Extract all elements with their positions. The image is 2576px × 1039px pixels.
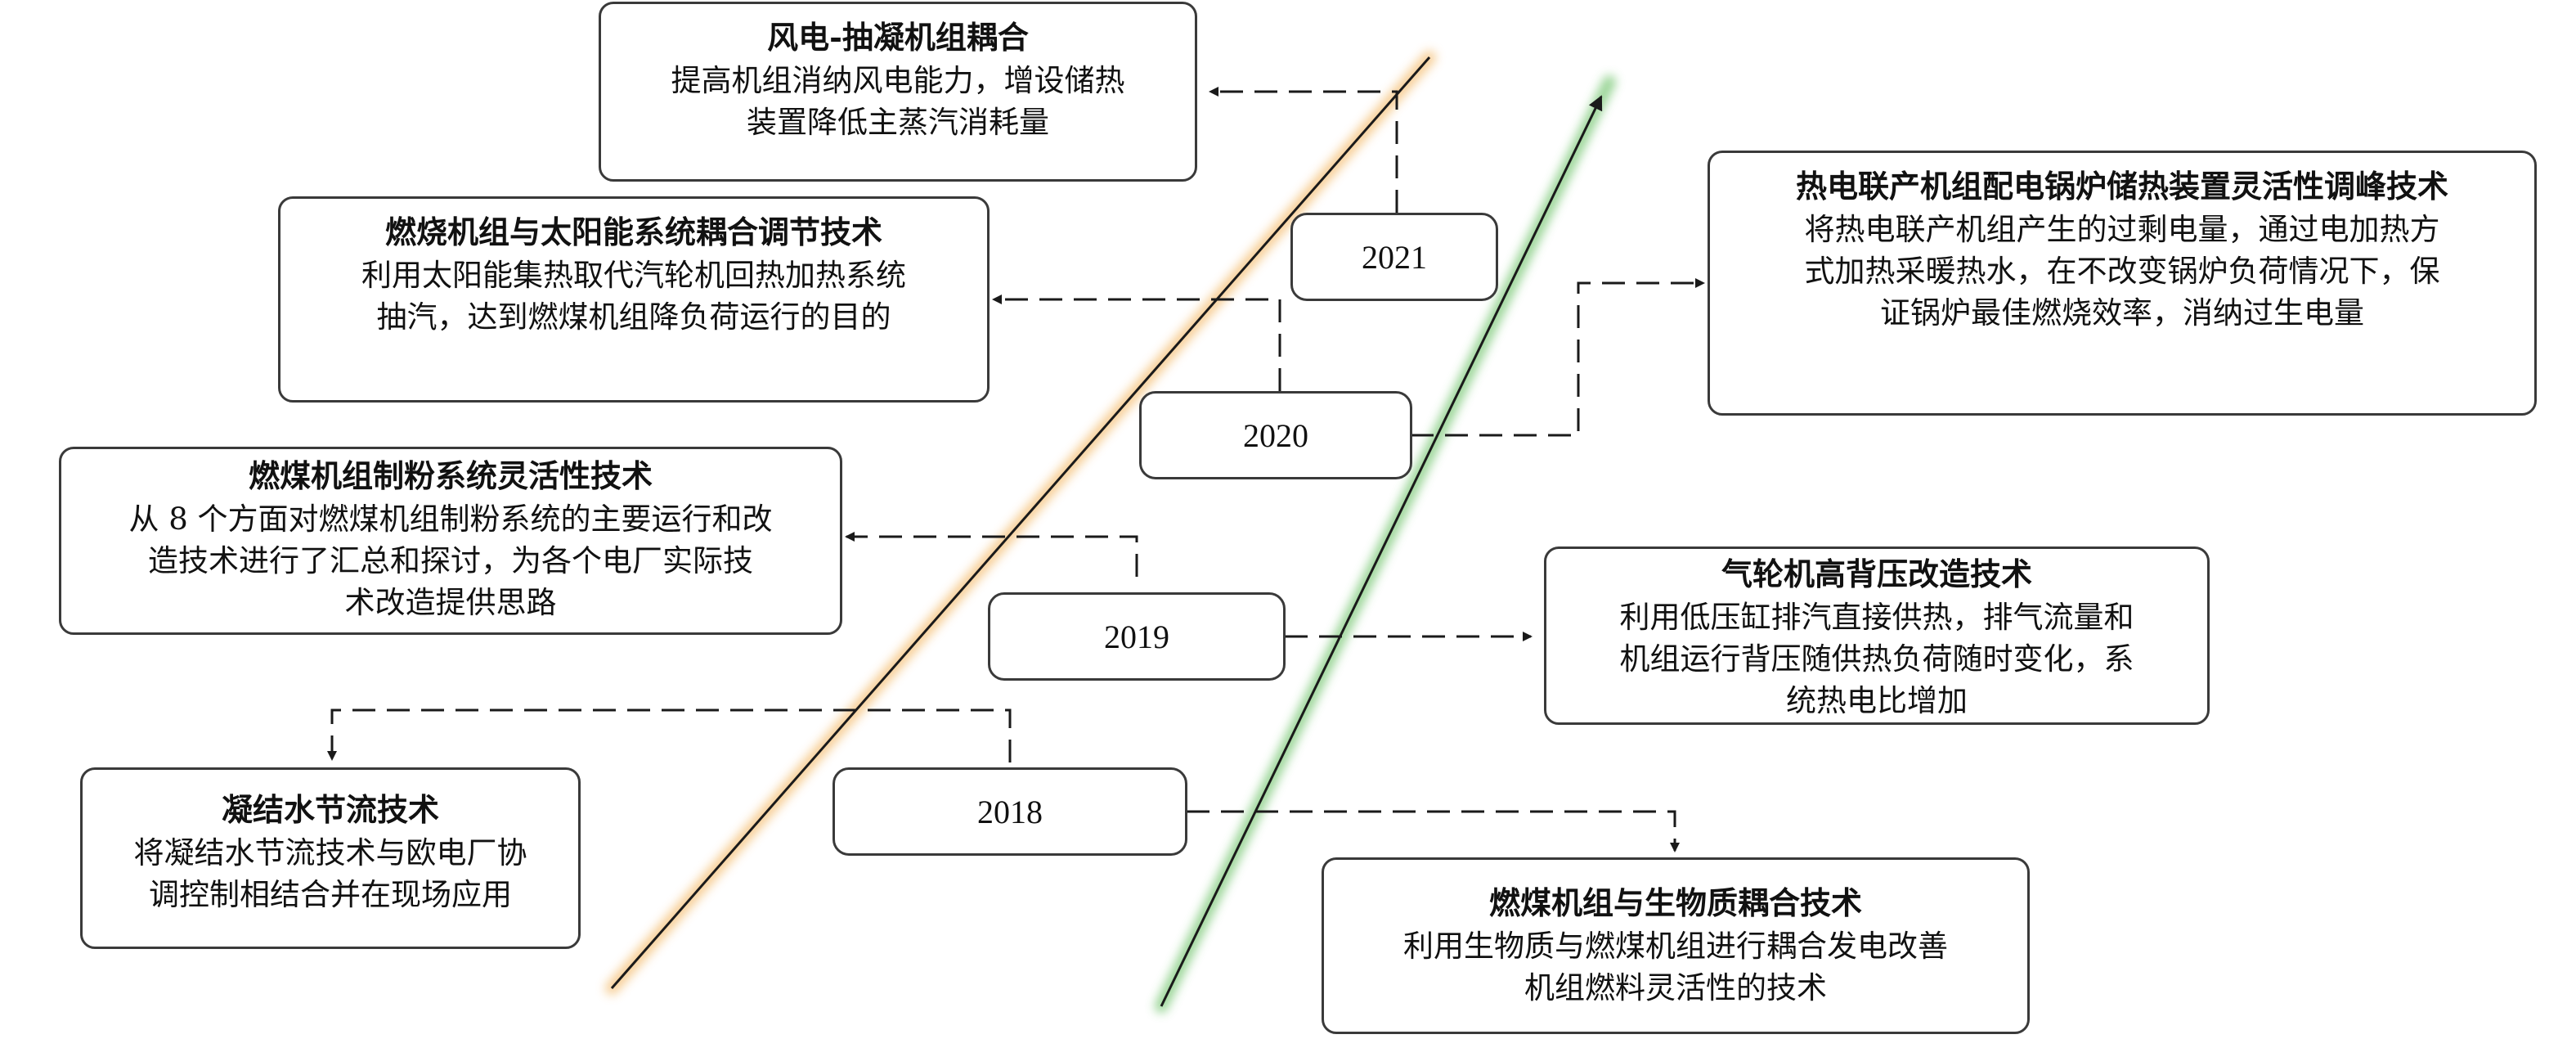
connector-2019-pulverizing	[845, 532, 1138, 577]
year-box-2020: 2020	[1139, 391, 1412, 479]
year-box-2018: 2018	[832, 767, 1187, 856]
card-title: 凝结水节流技术	[221, 791, 439, 828]
connector-2021-wind	[1209, 87, 1398, 213]
card-title: 风电-抽凝机组耦合	[767, 19, 1029, 56]
card-description: 将热电联产机组产生的过剩电量，通过电加热方 式加热采暖热水，在不改变锅炉负荷情况…	[1804, 212, 2440, 331]
card-description: 利用低压缸排汽直接供热，排气流量和 机组运行背压随供热负荷随时变化，系 统热电比…	[1619, 600, 2134, 718]
card-biomass-coupling: 燃煤机组与生物质耦合技术 利用生物质与燃煤机组进行耦合发电改善 机组燃料灵活性的…	[1322, 857, 2030, 1034]
card-title: 气轮机高背压改造技术	[1721, 555, 2032, 592]
connector-2020-solar	[992, 295, 1281, 391]
card-description: 将凝结水节流技术与欧电厂协 调控制相结合并在现场应用	[133, 835, 527, 912]
card-wind-extraction-coupling: 风电-抽凝机组耦合 提高机组消纳风电能力，增设储热 装置降低主蒸汽消耗量	[599, 2, 1197, 182]
connector-2018-condensate	[327, 708, 1012, 762]
card-chp-electric-boiler: 热电联产机组配电锅炉储热装置灵活性调峰技术 将热电联产机组产生的过剩电量，通过电…	[1708, 151, 2537, 416]
card-description: 利用生物质与燃煤机组进行耦合发电改善 机组燃料灵活性的技术	[1403, 929, 1948, 1005]
card-solar-coupling: 燃烧机组与太阳能系统耦合调节技术 利用太阳能集热取代汽轮机回热加热系统 抽汽，达…	[278, 196, 990, 403]
card-title: 燃煤机组制粉系统灵活性技术	[248, 457, 653, 494]
card-title: 燃烧机组与太阳能系统耦合调节技术	[384, 214, 882, 250]
year-box-2019: 2019	[988, 592, 1286, 681]
card-pulverizing-flexibility: 燃煤机组制粉系统灵活性技术 从 8 个方面对燃煤机组制粉系统的主要运行和改 造技…	[59, 447, 842, 635]
card-condensate-throttling: 凝结水节流技术 将凝结水节流技术与欧电厂协 调控制相结合并在现场应用	[80, 767, 581, 949]
card-title: 热电联产机组配电锅炉储热装置灵活性调峰技术	[1795, 168, 2448, 205]
card-description: 从 8 个方面对燃煤机组制粉系统的主要运行和改 造技术进行了汇总和探讨，为各个电…	[128, 502, 773, 620]
card-high-back-pressure: 气轮机高背压改造技术 利用低压缸排汽直接供热，排气流量和 机组运行背压随供热负荷…	[1544, 546, 2210, 725]
connector-2018-biomass	[1187, 810, 1680, 852]
card-description: 提高机组消纳风电能力，增设储热 装置降低主蒸汽消耗量	[671, 63, 1125, 140]
connector-2020-chp	[1411, 278, 1705, 437]
card-title: 燃煤机组与生物质耦合技术	[1488, 884, 1862, 921]
year-box-2021: 2021	[1290, 213, 1498, 301]
orange-timeline-line	[610, 56, 1431, 989]
green-timeline-arrow	[1160, 95, 1603, 1007]
card-description: 利用太阳能集热取代汽轮机回热加热系统 抽汽，达到燃煤机组降负荷运行的目的	[361, 258, 906, 335]
